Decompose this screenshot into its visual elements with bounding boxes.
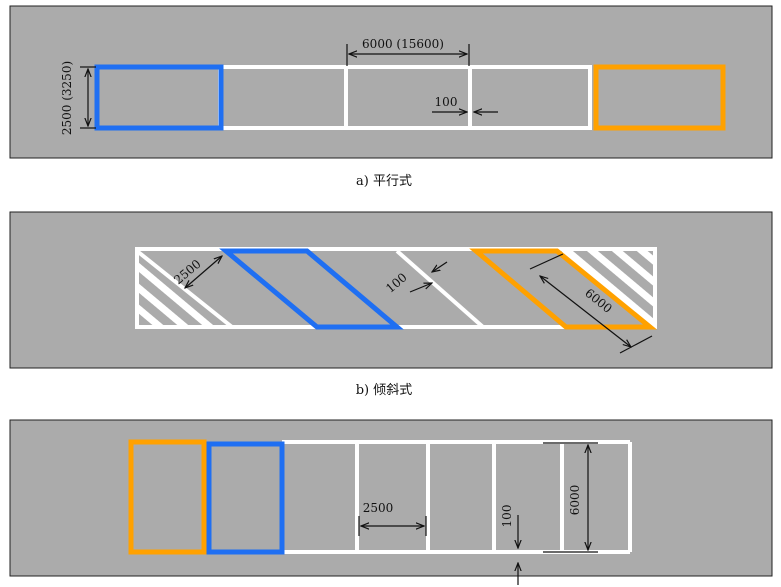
panel-a-dimension-lines bbox=[80, 44, 498, 129]
panel-c-gap-dim: 100 bbox=[500, 505, 514, 528]
panel-b-oblique: 2500 100 6000 bbox=[9, 211, 773, 369]
panel-a-gap-dim: 100 bbox=[435, 95, 458, 109]
panel-a-parallel: 6000 (15600) 2500 (3250) 100 bbox=[9, 5, 773, 159]
panel-a-white-stalls bbox=[218, 65, 592, 130]
panel-c-length-dim: 6000 bbox=[568, 485, 582, 516]
panel-b-dimension-lines bbox=[185, 253, 653, 354]
panel-b-orange-stall bbox=[469, 248, 658, 330]
panel-a-blue-stall bbox=[94, 64, 224, 131]
panel-b-caption: b) 倾斜式 bbox=[356, 383, 413, 398]
panel-a-width-dim: 2500 (3250) bbox=[60, 61, 74, 135]
panel-a-background bbox=[9, 5, 773, 159]
panel-b-blue-stall bbox=[219, 248, 404, 330]
panel-a-caption: a) 平行式 bbox=[356, 174, 412, 189]
panel-c-dimension-lines bbox=[358, 442, 598, 585]
panel-a-orange-stall bbox=[593, 64, 726, 131]
panel-c-orange-stall bbox=[128, 439, 207, 555]
panel-c-blue-stall bbox=[206, 441, 285, 555]
panel-c-perpendicular: 2500 100 6000 bbox=[9, 419, 773, 585]
panel-a-length-dim: 6000 (15600) bbox=[362, 37, 444, 51]
panel-c-width-dim: 2500 bbox=[363, 501, 394, 515]
